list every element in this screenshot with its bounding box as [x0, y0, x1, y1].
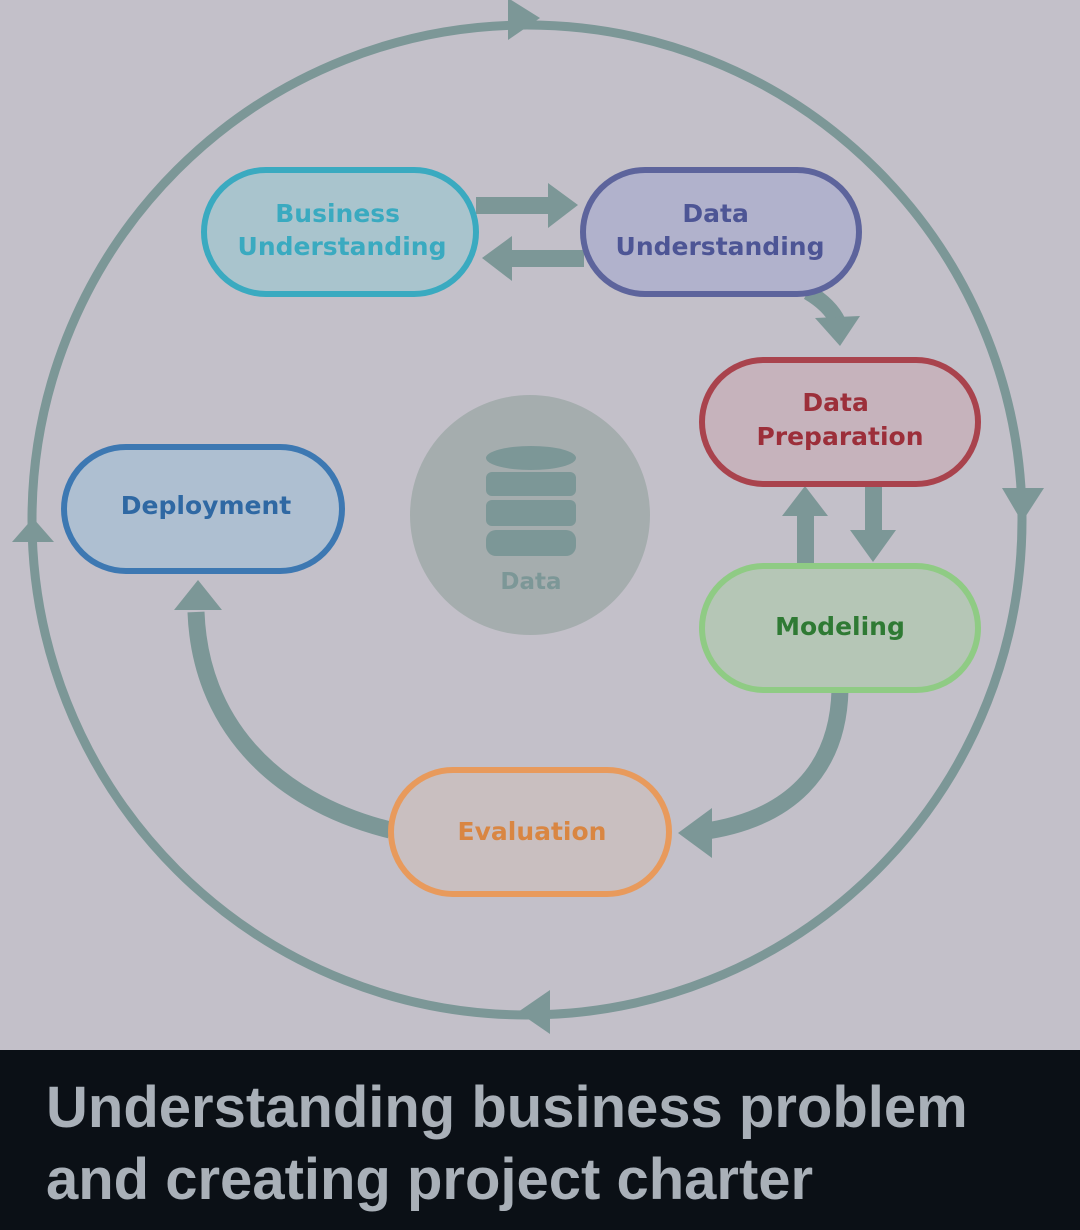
evaluation-label: Evaluation: [458, 817, 607, 846]
arrow-business-to-data-understanding: [476, 183, 578, 228]
outer-ring-arrowhead-right: [1002, 488, 1044, 522]
data-understanding-line1: Data: [682, 199, 748, 228]
business-understanding-line1: Business: [275, 199, 400, 228]
node-modeling: Modeling: [699, 563, 981, 693]
arrow-modeling-to-preparation: [782, 486, 828, 570]
deployment-label: Deployment: [121, 491, 291, 520]
caption-banner: Understanding business problem and creat…: [0, 1050, 1080, 1230]
data-preparation-line1: Data: [802, 388, 868, 417]
modeling-label: Modeling: [775, 612, 905, 641]
svg-text:Business Understanding: Business Understanding: [238, 199, 447, 261]
outer-ring-arrowhead-top: [508, 0, 540, 40]
node-data-understanding: Data Understanding: [580, 167, 862, 297]
arrow-modeling-to-evaluation: [678, 689, 849, 858]
node-deployment: Deployment: [61, 444, 345, 574]
data-preparation-line2: Preparation: [756, 422, 923, 451]
caption-line-2: and creating project charter: [46, 1147, 814, 1212]
svg-text:Data Understanding: Data Understanding: [616, 199, 825, 261]
crisp-dm-diagram: Data Business Understanding Data Underst…: [12, 0, 1044, 1034]
center-data-hub: Data: [410, 395, 650, 635]
outer-ring-arrowhead-left: [12, 518, 54, 542]
node-evaluation: Evaluation: [388, 767, 672, 897]
node-data-preparation: Data Preparation: [699, 357, 981, 487]
arrow-data-understanding-to-business: [482, 236, 584, 281]
arrow-evaluation-to-deployment: [174, 580, 393, 839]
svg-text:Data Preparation: Data Preparation: [756, 388, 923, 451]
node-business-understanding: Business Understanding: [201, 167, 479, 297]
center-data-label: Data: [500, 569, 561, 595]
data-understanding-line2: Understanding: [616, 232, 825, 261]
caption-line-1: Understanding business problem: [46, 1075, 968, 1140]
arrow-data-understanding-to-preparation: [803, 285, 860, 346]
outer-ring-arrowhead-bottom: [518, 990, 550, 1034]
arrow-preparation-to-modeling: [850, 486, 896, 562]
database-icon: [486, 446, 576, 556]
business-understanding-line2: Understanding: [238, 232, 447, 261]
